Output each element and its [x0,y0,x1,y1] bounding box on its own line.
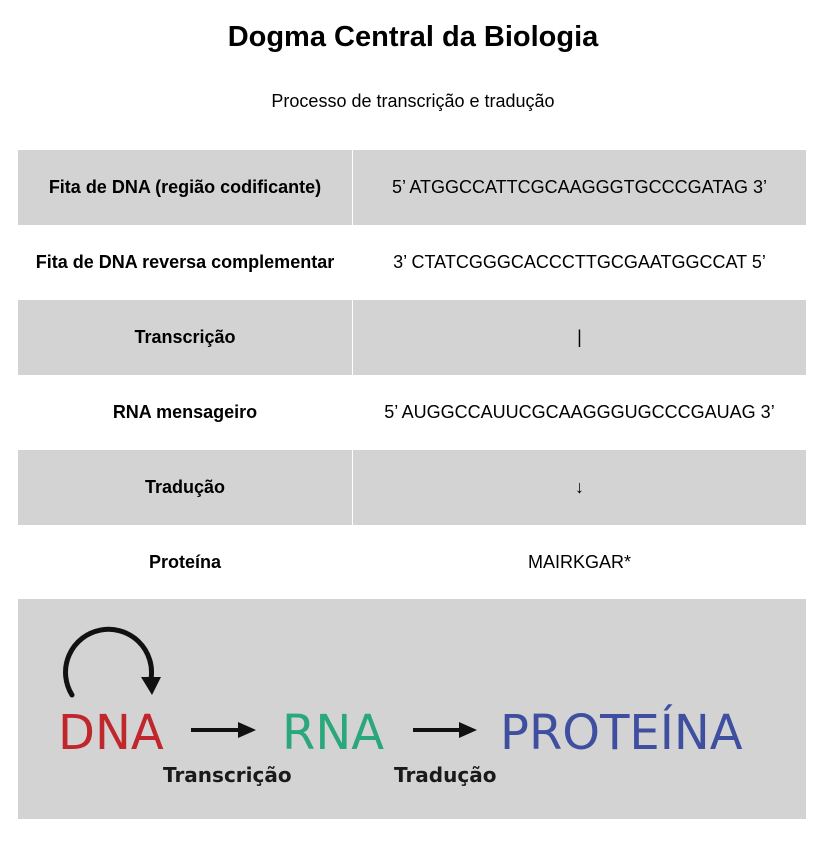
row-value: 5’ AUGGCCAUUCGCAAGGGUGCCCGAUAG 3’ [384,402,775,422]
row-value: MAIRKGAR* [527,552,632,572]
protein-label: PROTEÍNA [500,704,743,761]
table-row-translation: Tradução ↓ [18,450,806,525]
row-label: Fita de DNA (região codificante) [18,150,353,225]
table-row-dna-reverse: Fita de DNA reversa complementar 3’ CTAT… [18,225,806,300]
row-label: Proteína [18,525,353,600]
row-value: ↓ [353,450,806,525]
translation-caption: Tradução [394,763,496,787]
row-value: 3’ CTATCGGGCACCCTTGCGAATGGCCAT 5’ [393,252,766,272]
table-row-dna-coding: Fita de DNA (região codificante) 5’ ATGG… [18,150,806,225]
translation-arrow-icon [413,722,477,738]
rna-label: RNA [282,705,384,761]
row-label: Tradução [18,450,353,525]
replication-loop-arrow-icon [63,626,161,698]
row-value: 5’ ATGGCCATTCGCAAGGGTGCCCGATAG 3’ [353,150,806,225]
page-subtitle: Processo de transcrição e tradução [271,91,555,111]
central-dogma-table: Fita de DNA (região codificante) 5’ ATGG… [18,150,806,600]
row-label: Transcrição [18,300,353,375]
row-value: | [353,300,806,375]
row-label: Fita de DNA reversa complementar [18,225,353,300]
table-row-transcription: Transcrição | [18,300,806,375]
diagram-canvas: DNA RNA PROTEÍNA Transcrição Tradução [58,626,743,787]
transcription-arrow-icon [191,722,256,738]
transcription-caption: Transcrição [163,763,292,787]
dna-label: DNA [58,705,164,761]
row-label: RNA mensageiro [18,375,353,450]
table-row-protein: Proteína MAIRKGAR* [18,525,806,600]
table-row-mrna: RNA mensageiro 5’ AUGGCCAUUCGCAAGGGUGCCC… [18,375,806,450]
central-dogma-diagram: DNA RNA PROTEÍNA Transcrição Tradução [18,599,806,819]
page-title: Dogma Central da Biologia [227,21,599,53]
